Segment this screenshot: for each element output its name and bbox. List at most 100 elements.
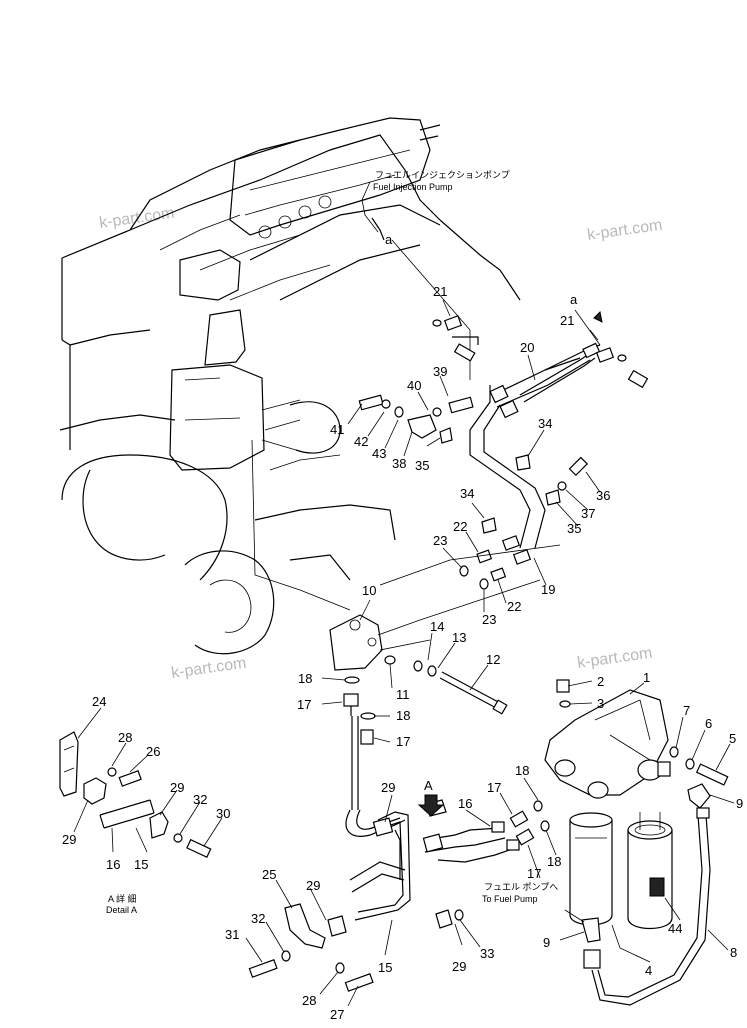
detail-label-en: Detail A (106, 905, 137, 915)
callout-29e: 29 (452, 959, 466, 974)
callout-37: 37 (581, 506, 595, 521)
callout-22b: 22 (507, 599, 521, 614)
callout-32b: 32 (251, 911, 265, 926)
callout-19: 19 (541, 582, 555, 597)
callout-1: 1 (643, 670, 650, 685)
fuel-lines (391, 239, 601, 549)
callout-35b: 35 (567, 521, 581, 536)
pump-label-en: Fuel Injection Pump (373, 182, 453, 192)
callout-31: 31 (225, 927, 239, 942)
callout-40: 40 (407, 378, 421, 393)
callout-18c: 18 (515, 763, 529, 778)
callout-4: 4 (645, 963, 652, 978)
bracket-parts (358, 394, 474, 444)
engine-outline (59, 134, 521, 655)
watermark: k-part.com (98, 205, 175, 232)
callout-18a: 18 (298, 671, 312, 686)
callout-43: 43 (372, 446, 386, 461)
leader-lines (73, 299, 735, 1007)
callout-29c: 29 (381, 780, 395, 795)
detail-a: A 詳 細 Detail A (59, 731, 212, 915)
detail-label-jp: A 詳 細 (108, 893, 137, 904)
view-a-label: A (424, 778, 433, 793)
view-a-arrow: A (417, 778, 445, 817)
callout-3: 3 (597, 696, 604, 711)
fuel-filter-assembly (544, 689, 673, 929)
upper-fittings (432, 315, 649, 389)
callout-17a: 17 (297, 697, 311, 712)
callout-36: 36 (596, 488, 610, 503)
pump-annotation: フュエルインジェクションポンプ Fuel Injection Pump a (361, 170, 510, 247)
to-fuel-pump-en: To Fuel Pump (482, 894, 538, 904)
callout-20: 20 (520, 340, 534, 355)
callout-28a: 28 (118, 730, 132, 745)
callout-30: 30 (216, 806, 230, 821)
callout-18d: 18 (547, 854, 561, 869)
hose-8 (583, 807, 711, 1006)
callout-35a: 35 (415, 458, 429, 473)
callout-numbers: 1 2 3 4 5 6 7 8 9 9 10 11 12 13 14 15 15… (62, 284, 743, 1022)
to-fuel-pump-annotation: フュエル ポンプへ To Fuel Pump (482, 882, 558, 904)
ref-a-label-2: a (570, 292, 578, 307)
watermark: k-part.com (170, 655, 247, 682)
ref-a-label: a (385, 232, 393, 247)
callout-26: 26 (146, 744, 160, 759)
callout-14: 14 (430, 619, 444, 634)
callout-24: 24 (92, 694, 106, 709)
leader-line (251, 439, 351, 611)
callout-34b: 34 (460, 486, 474, 501)
callout-27: 27 (330, 1007, 344, 1022)
callout-16b: 16 (458, 796, 472, 811)
callout-41: 41 (330, 422, 344, 437)
callout-25: 25 (262, 867, 276, 882)
callout-29d: 29 (306, 878, 320, 893)
callout-5: 5 (729, 731, 736, 746)
callout-13: 13 (452, 630, 466, 645)
bottom-bracket (248, 903, 464, 992)
callout-32a: 32 (193, 792, 207, 807)
to-fuel-pump-jp: フュエル ポンプへ (484, 882, 558, 892)
pump-label-jp: フュエルインジェクションポンプ (375, 170, 510, 180)
fitting-9-lower (564, 909, 601, 943)
callout-16a: 16 (106, 857, 120, 872)
callout-34a: 34 (538, 416, 552, 431)
callout-17b: 17 (396, 734, 410, 749)
callout-21b: 21 (560, 313, 574, 328)
callout-8: 8 (730, 945, 737, 960)
watermark: k-part.com (576, 645, 653, 672)
callout-23a: 23 (433, 533, 447, 548)
callout-17c: 17 (487, 780, 501, 795)
callout-18b: 18 (396, 708, 410, 723)
callout-9a: 9 (736, 796, 743, 811)
ref-a-upper-right: a (570, 292, 603, 323)
fittings-22-23 (459, 535, 532, 590)
callout-12: 12 (486, 652, 500, 667)
fuel-pipe-20 (519, 342, 601, 403)
callout-23b: 23 (482, 612, 496, 627)
callout-10: 10 (362, 583, 376, 598)
callout-38: 38 (392, 456, 406, 471)
callout-11: 11 (396, 687, 410, 702)
callout-39: 39 (433, 364, 447, 379)
callout-7: 7 (683, 703, 690, 718)
callout-2: 2 (597, 674, 604, 689)
callout-42: 42 (354, 434, 368, 449)
callout-17d: 17 (527, 866, 541, 881)
callout-33: 33 (480, 946, 494, 961)
callout-28b: 28 (302, 993, 316, 1008)
filter-bolts (556, 679, 729, 809)
callout-44: 44 (668, 921, 682, 936)
callout-21a: 21 (433, 284, 447, 299)
callout-29b: 29 (170, 780, 184, 795)
callout-9b: 9 (543, 935, 550, 950)
callout-15a: 15 (134, 857, 148, 872)
watermark: k-part.com (586, 217, 663, 244)
fittings-17-18-right (509, 800, 550, 846)
fuel-injection-pump (179, 117, 441, 301)
junction-block-10 (329, 579, 541, 715)
governor-housing (169, 309, 341, 471)
fittings-17-18-left (343, 676, 376, 810)
callout-22a: 22 (453, 519, 467, 534)
callout-29a: 29 (62, 832, 76, 847)
